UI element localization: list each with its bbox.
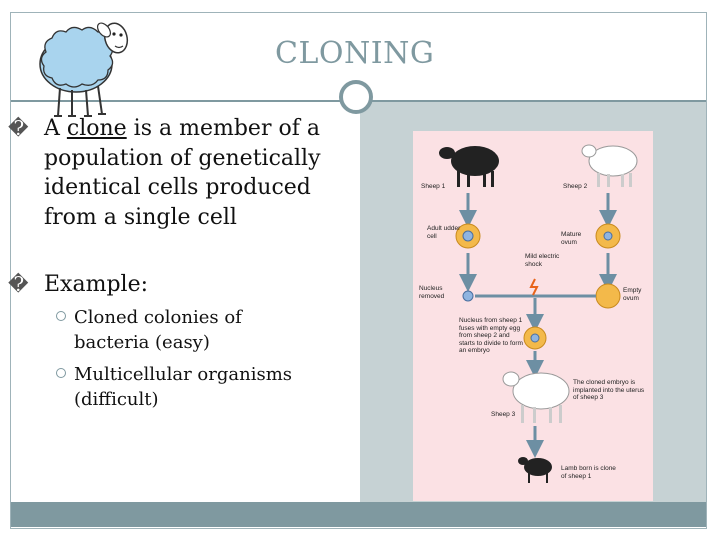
ring-ornament [339,80,373,114]
surrogate-sheep-icon [502,371,570,423]
slide-frame [10,12,707,529]
diagram-graphics [439,144,638,483]
bullet-marker-icon: � [8,272,29,296]
slide-title: CLONING [275,36,435,71]
cloning-diagram: Sheep 1 Sheep 2 Adult udder cell Mature … [413,131,653,501]
bullet-example: � Example: [8,272,148,297]
lamb-icon [518,457,552,483]
sub-bullet-bacteria: Cloned colonies of bacteria (easy) [56,305,316,355]
footer-band [11,502,706,527]
sub-bullet-multicellular: Multicellular organisms (difficult) [56,362,316,412]
black-sheep-icon [439,146,499,187]
ring-bullet-icon [56,368,66,378]
ring-bullet-icon [56,311,66,321]
bullet-marker-icon: � [8,116,29,140]
term-clone: clone [66,116,127,141]
sheep-clipart-icon [39,22,129,117]
bullet-clone-definition: � A clone is a member of a population of… [8,116,321,230]
shock-bolt-icon [529,278,539,296]
white-sheep-icon [581,144,638,187]
